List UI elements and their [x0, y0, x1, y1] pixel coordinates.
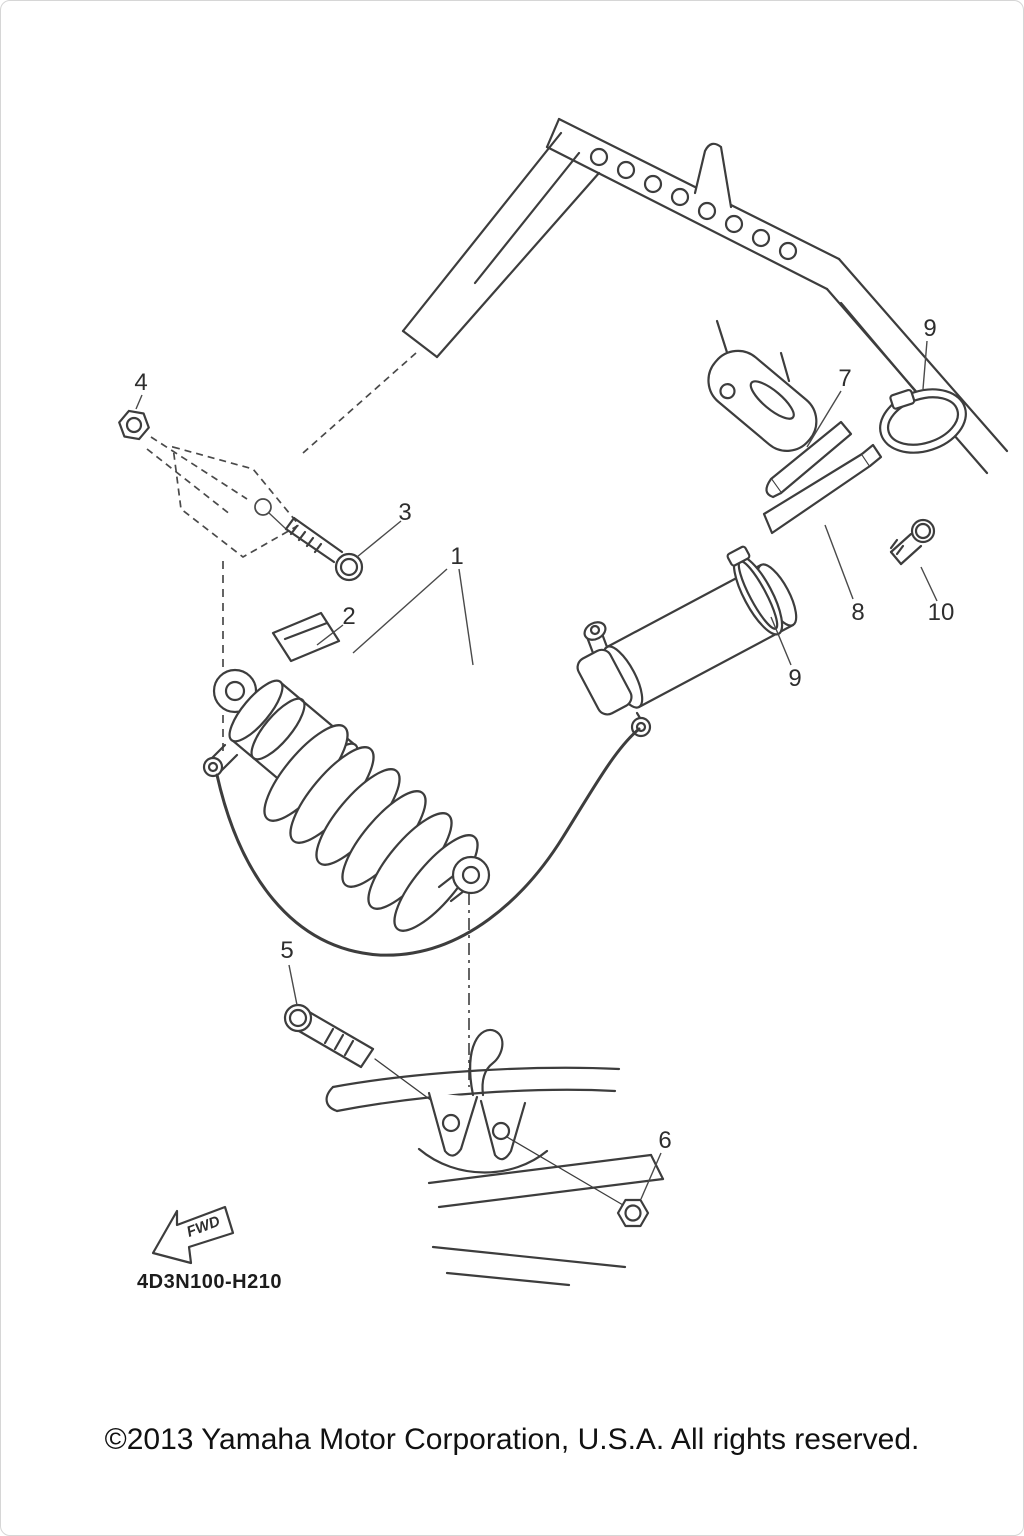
callout-part-9-upper: 9 [923, 315, 937, 342]
remote-reservoir [576, 545, 798, 738]
callout-part-7: 7 [838, 365, 852, 392]
fwd-arrow-icon: FWD [151, 1205, 235, 1265]
band-clamp [879, 388, 967, 454]
reservoir-clamp [726, 545, 784, 636]
copyright-text: ©2013 Yamaha Motor Corporation, U.S.A. A… [104, 1423, 920, 1456]
shock-absorber [202, 611, 491, 932]
callout-part-4: 4 [134, 369, 148, 396]
fasteners [118, 409, 936, 1228]
callout-part-3: 3 [398, 499, 412, 526]
callout-part-9-lower: 9 [788, 665, 802, 692]
diagram-code: 4D3N100-H210 [137, 1271, 282, 1293]
reservoir-hose [215, 727, 641, 957]
frame-structure [401, 117, 1009, 475]
lower-mount [325, 1028, 665, 1287]
callout-part-8: 8 [851, 599, 865, 626]
callout-part-10: 10 [927, 599, 955, 626]
callout-part-2: 2 [342, 603, 356, 630]
callout-part-5: 5 [280, 937, 294, 964]
leader-lines [135, 340, 938, 1200]
reservoir-stays [762, 420, 883, 535]
callout-part-6: 6 [658, 1127, 672, 1154]
hidden-lines [146, 352, 470, 1087]
callout-part-1: 1 [450, 543, 464, 570]
